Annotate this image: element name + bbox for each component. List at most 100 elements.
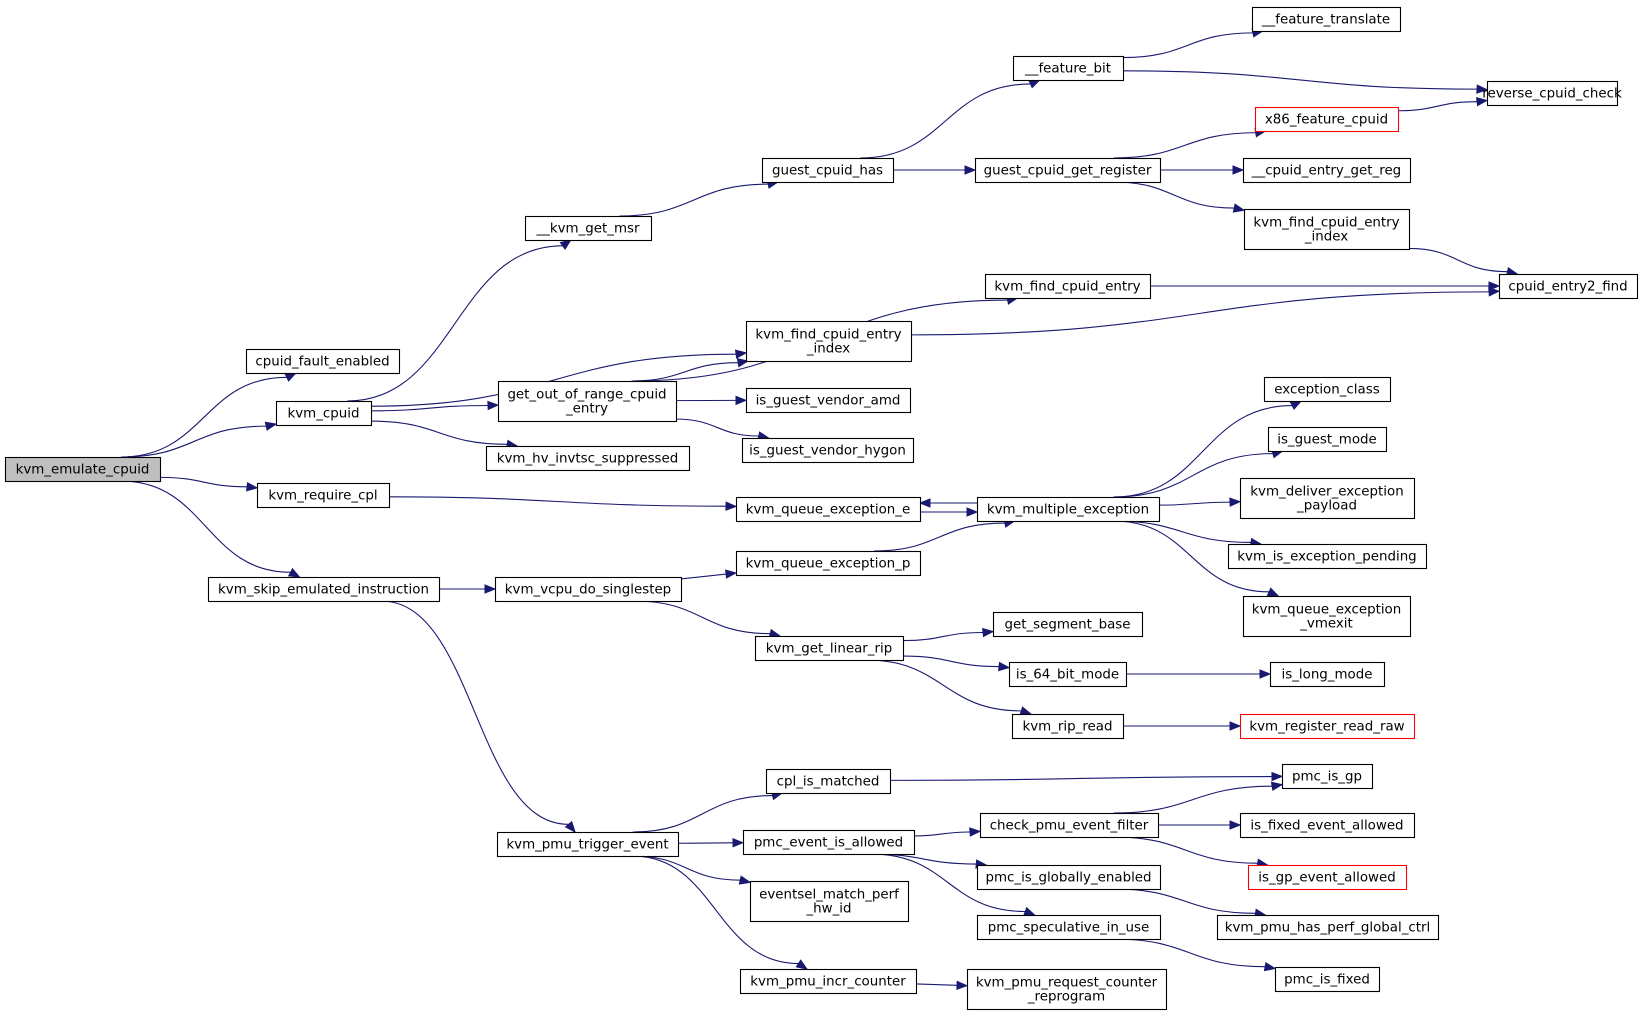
node-label: kvm_queue_exception_p [746,557,911,572]
node-kvm-skip-emulated-instruction[interactable]: kvm_skip_emulated_instruction [207,576,441,603]
node-box [749,880,910,923]
node-kvm-get-linear-rip[interactable]: kvm_get_linear_rip [754,635,905,662]
node-exception-class[interactable]: exception_class [1263,376,1392,403]
node-label: kvm_find_cpuid_entry [1253,216,1399,231]
node-label: __feature_translate [1261,13,1390,28]
edge-kvm-pmu-incr-counter-to-kvm-pmu-request-counter-reprogram [915,980,969,991]
edge-kvm-require-cpl-to-kvm-queue-exception-e [388,496,738,511]
node-box [1274,966,1381,993]
node-kvm-queue-exception-vmexit[interactable]: kvm_queue_exception_vmexit [1242,595,1412,638]
node-kvm-is-exception-pending[interactable]: kvm_is_exception_pending [1227,543,1428,570]
node-feature-translate[interactable]: __feature_translate [1251,6,1402,33]
node-kvm-get-msr[interactable]: __kvm_get_msr [524,215,653,242]
node-kvm-require-cpl[interactable]: kvm_require_cpl [256,482,391,509]
edge-kvm-queue-exception-e-to-kvm-multiple-exception [920,507,979,517]
node-box [496,831,680,858]
edge-feature-bit-to-feature-translate [1122,28,1265,59]
edge-kvm-cpuid-to-kvm-find-cpuid-entry-index-a [370,349,748,407]
node-kvm-pmu-request-counter-reprogram[interactable]: kvm_pmu_request_counter_reprogram [966,968,1168,1011]
node-kvm-deliver-exception-payload[interactable]: kvm_deliver_exception_payload [1239,477,1416,520]
node-is-gp-event-allowed[interactable]: is_gp_event_allowed [1247,864,1408,891]
node-kvm-vcpu-do-singlestep[interactable]: kvm_vcpu_do_singlestep [494,576,683,603]
node-is-64-bit-mode[interactable]: is_64_bit_mode [1008,661,1128,688]
node-feature-bit[interactable]: __feature_bit [1012,55,1125,82]
edge-cpl-is-matched-to-pmc-is-gp [889,771,1284,782]
node-label: _index [1304,230,1348,245]
node-box [742,829,916,856]
node-kvm-rip-read[interactable]: kvm_rip_read [1011,713,1125,740]
node-get-segment-base[interactable]: get_segment_base [992,611,1144,638]
edge-guest-cpuid-get-register-to-x86-feature-cpuid [1113,128,1267,159]
edge-kvm-cpuid-to-kvm-get-msr [347,239,572,402]
edge-check-pmu-event-filter-to-is-fixed-event-allowed [1158,820,1242,830]
node-kvm-queue-exception-p[interactable]: kvm_queue_exception_p [735,550,922,577]
node-cpl-is-matched[interactable]: cpl_is_matched [765,768,892,795]
node-label: reverse_cpuid_check [1482,87,1622,102]
node-box [485,445,691,472]
edge-kvm-multiple-exception-to-kvm-queue-exception-e [918,498,977,508]
node-kvm-queue-exception-e[interactable]: kvm_queue_exception_e [735,496,922,523]
node-label: exception_class [1274,383,1379,398]
node-kvm-pmu-has-perf-global-ctrl[interactable]: kvm_pmu_has_perf_global_ctrl [1216,914,1440,941]
edge-kvm-vcpu-do-singlestep-to-kvm-get-linear-rip [634,600,782,639]
edge-kvm-get-linear-rip-to-is-64-bit-mode [902,655,1011,672]
node-x86-feature-cpuid[interactable]: x86_feature_cpuid [1254,106,1400,133]
node-cpuid-entry-get-reg[interactable]: __cpuid_entry_get_reg [1242,157,1412,184]
edge-pmc-is-globally-enabled-to-kvm-pmu-has-perf-global-ctrl [1114,888,1267,918]
node-label: _vmexit [1299,617,1353,632]
node-label: __cpuid_entry_get_reg [1251,164,1401,179]
node-label: pmc_is_globally_enabled [985,871,1151,886]
node-pmc-speculative-in-use[interactable]: pmc_speculative_in_use [976,914,1162,941]
node-pmc-event-is-allowed[interactable]: pmc_event_is_allowed [742,829,916,856]
node-label: kvm_multiple_exception [987,503,1149,518]
node-kvm-pmu-incr-counter[interactable]: kvm_pmu_incr_counter [739,968,918,995]
node-label: is_guest_vendor_hygon [749,444,906,459]
edge-guest-cpuid-get-register-to-kvm-find-cpuid-entry-index-b [1113,181,1246,213]
node-label: _entry [565,402,608,417]
node-kvm-register-read-raw[interactable]: kvm_register_read_raw [1239,713,1416,740]
node-cpuid-fault-enabled[interactable]: cpuid_fault_enabled [245,348,401,375]
node-box [745,320,913,363]
edge-kvm-queue-exception-p-to-kvm-multiple-exception [873,518,1016,552]
node-kvm-cpuid[interactable]: kvm_cpuid [275,400,373,427]
edge-feature-bit-to-reverse-cpuid-check [1122,70,1489,94]
node-is-guest-vendor-amd[interactable]: is_guest_vendor_amd [745,387,912,414]
node-label: kvm_get_linear_rip [766,642,892,657]
node-label: _payload [1296,499,1357,514]
node-label: kvm_cpuid [288,407,360,422]
node-box [735,550,922,577]
node-is-long-mode[interactable]: is_long_mode [1269,661,1386,688]
node-box [1267,426,1388,453]
node-kvm-hv-invtsc-suppressed[interactable]: kvm_hv_invtsc_suppressed [485,445,691,472]
node-label: is_guest_mode [1277,433,1377,448]
node-kvm-find-cpuid-entry-index-b[interactable]: kvm_find_cpuid_entry_index [1243,208,1411,251]
node-pmc-is-globally-enabled[interactable]: pmc_is_globally_enabled [976,864,1162,891]
node-label: kvm_pmu_trigger_event [506,838,668,853]
node-eventsel-match-perf-hw-id[interactable]: eventsel_match_perf_hw_id [749,880,910,923]
node-is-fixed-event-allowed[interactable]: is_fixed_event_allowed [1239,812,1416,839]
node-kvm-find-cpuid-entry-index-a[interactable]: kvm_find_cpuid_entry_index [745,320,913,363]
node-kvm-multiple-exception[interactable]: kvm_multiple_exception [976,496,1161,523]
node-check-pmu-event-filter[interactable]: check_pmu_event_filter [979,812,1160,839]
edge-x86-feature-cpuid-to-reverse-cpuid-check [1397,96,1489,112]
node-guest-cpuid-has[interactable]: guest_cpuid_has [761,157,895,184]
node-kvm-pmu-trigger-event[interactable]: kvm_pmu_trigger_event [496,831,680,858]
node-label: pmc_is_gp [1292,770,1362,785]
edge-kvm-vcpu-do-singlestep-to-kvm-queue-exception-p [680,569,738,580]
edge-kvm-emulate-cpuid-to-kvm-require-cpl [159,476,259,492]
node-pmc-is-gp[interactable]: pmc_is_gp [1281,763,1374,790]
node-guest-cpuid-get-register[interactable]: guest_cpuid_get_register [974,157,1162,184]
node-label: pmc_is_fixed [1284,973,1370,988]
node-kvm-emulate-cpuid[interactable]: kvm_emulate_cpuid [4,456,162,483]
node-box [735,496,922,523]
node-is-guest-vendor-hygon[interactable]: is_guest_vendor_hygon [741,437,915,464]
node-get-out-of-range-cpuid-entry[interactable]: get_out_of_range_cpuid_entry [497,380,678,423]
node-is-guest-mode[interactable]: is_guest_mode [1267,426,1388,453]
node-label: get_segment_base [1004,618,1130,633]
node-cpuid-entry2-find[interactable]: cpuid_entry2_find [1498,273,1639,300]
node-kvm-find-cpuid-entry[interactable]: kvm_find_cpuid_entry [984,273,1152,300]
node-reverse-cpuid-check[interactable]: reverse_cpuid_check [1482,80,1622,107]
node-pmc-is-fixed[interactable]: pmc_is_fixed [1274,966,1381,993]
node-label: guest_cpuid_has [772,164,883,179]
